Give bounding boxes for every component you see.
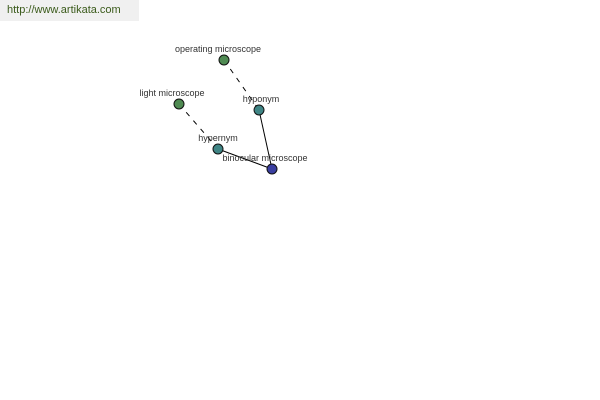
node-light-microscope[interactable] [173,98,185,110]
nodes-layer [173,54,278,175]
labels-layer: operating microscope light microscope hypo… [139,44,307,163]
node-hyponym[interactable] [253,104,265,116]
node-hypernym[interactable] [212,143,224,155]
edge-hyponym-to-binocular-microscope [258,109,273,170]
label-operating-microscope: operating microscope [175,44,261,54]
edge-hypernym-to-binocular-microscope [217,148,273,170]
label-hyponym: hyponym [243,94,280,104]
node-binocular-microscope[interactable] [266,163,278,175]
node-operating-microscope[interactable] [218,54,230,66]
label-binocular-microscope: binocular microscope [222,153,307,163]
edges-layer [178,59,273,170]
label-light-microscope: light microscope [139,88,204,98]
label-hypernym: hypernym [198,133,238,143]
site-url-watermark[interactable]: http://www.artikata.com [0,0,139,21]
